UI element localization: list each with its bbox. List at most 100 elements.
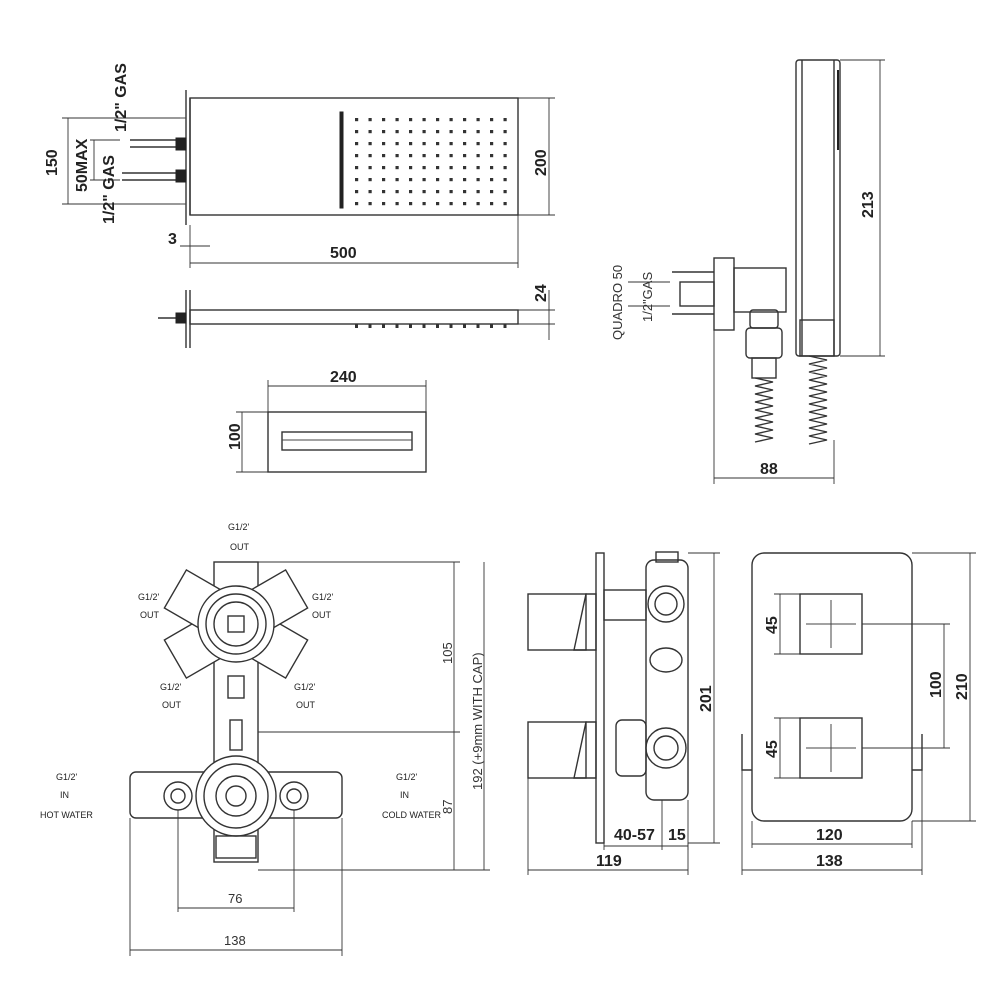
nozzle-dot (355, 166, 359, 170)
nozzle-dot (490, 190, 494, 194)
nozzle-dot (422, 202, 426, 206)
dim-87: 87 (440, 800, 455, 814)
nozzle-dot (355, 202, 359, 206)
nozzle-dot (463, 154, 467, 158)
nozzle-dot (503, 142, 507, 146)
dim-40-57: 40-57 (614, 827, 655, 844)
dim-240: 240 (330, 369, 357, 386)
dim-45-top: 45 (764, 616, 781, 634)
nozzle-dot (395, 154, 399, 158)
dim-76: 76 (228, 891, 242, 906)
out-top-label: G1/2' (228, 522, 250, 532)
nozzle-dot (382, 142, 386, 146)
nozzle-dot (476, 190, 480, 194)
nozzle-dot (503, 166, 507, 170)
in-hot-sub: IN (60, 790, 69, 800)
nozzle-dot (395, 166, 399, 170)
nozzle-dot (476, 118, 480, 122)
nozzle-dot (422, 118, 426, 122)
dim-3: 3 (168, 231, 177, 248)
hose-braid-line (754, 377, 774, 443)
nozzle-dot (436, 154, 440, 158)
nozzle-dot (395, 202, 399, 206)
nozzle-dot (368, 166, 372, 170)
dim-138-plate: 138 (816, 853, 843, 870)
nozzle-dot (490, 130, 494, 134)
quadro-label: QUADRO 50 (610, 265, 625, 340)
nozzle-dot (503, 154, 507, 158)
nozzle-dot (449, 142, 453, 146)
nozzle-dot (476, 142, 480, 146)
out-top-sub: OUT (230, 542, 250, 552)
out-left-top-label: G1/2' (138, 592, 160, 602)
nozzle-dot (422, 142, 426, 146)
nozzle-dot (449, 118, 453, 122)
dim-120: 120 (816, 827, 843, 844)
nozzle-dot (476, 154, 480, 158)
side-nozzle (355, 324, 358, 328)
nozzle-dot (436, 118, 440, 122)
nozzle-dot (490, 202, 494, 206)
nozzle-dot (436, 142, 440, 146)
nozzle-dot (355, 190, 359, 194)
nozzle-dot (490, 154, 494, 158)
nozzle-dot (436, 190, 440, 194)
dim-213: 213 (860, 191, 877, 218)
nozzle-dot-grid (355, 118, 507, 206)
side-nozzle (503, 324, 507, 328)
nozzle-dot (355, 130, 359, 134)
nozzle-dot (436, 130, 440, 134)
nozzle-dot (422, 154, 426, 158)
nozzle-dot (382, 190, 386, 194)
side-nozzle (422, 324, 426, 328)
valve-side-view (527, 551, 720, 875)
nozzle-dot (368, 178, 372, 182)
nozzle-dot (463, 202, 467, 206)
nozzle-dot (395, 130, 399, 134)
nozzle-dot (409, 178, 413, 182)
nozzle-dot (503, 178, 507, 182)
nozzle-dot (382, 166, 386, 170)
nozzle-dot (422, 178, 426, 182)
nozzle-dot (503, 190, 507, 194)
nozzle-dot (368, 130, 372, 134)
side-nozzle (395, 324, 399, 328)
in-hot-label: G1/2' (56, 772, 78, 782)
nozzle-dot (463, 190, 467, 194)
valve-body-drawing (129, 561, 490, 956)
hand-shower-drawing (628, 59, 885, 484)
dim-45-bottom: 45 (764, 740, 781, 758)
side-nozzle (409, 324, 412, 328)
nozzle-dot (409, 154, 413, 158)
cold-water-label: COLD WATER (382, 810, 442, 820)
nozzle-dot (449, 166, 453, 170)
gas-label-top: 1/2" GAS (113, 63, 130, 132)
in-cold-label: G1/2' (396, 772, 418, 782)
in-cold-sub: IN (400, 790, 409, 800)
hose-braid (754, 355, 828, 445)
dim-50max: 50MAX (74, 138, 91, 192)
nozzle-dot (422, 190, 426, 194)
nozzle-dot (409, 202, 413, 206)
dim-24: 24 (533, 284, 550, 302)
nozzle-dot (409, 118, 413, 122)
hot-water-label: HOT WATER (40, 810, 93, 820)
side-nozzle (382, 324, 385, 328)
nozzle-dot (463, 178, 467, 182)
side-nozzle (436, 324, 439, 328)
nozzle-dot (503, 202, 507, 206)
nozzle-dot (449, 190, 453, 194)
side-nozzle (490, 324, 493, 328)
nozzle-dot (382, 178, 386, 182)
side-nozzle (449, 324, 453, 328)
dim-105: 105 (440, 642, 455, 664)
out-left-top-sub: OUT (140, 610, 160, 620)
dim-100-plate: 100 (928, 671, 945, 698)
side-nozzle-row (355, 324, 507, 328)
dim-138-valve: 138 (224, 933, 246, 948)
dim-200: 200 (533, 149, 550, 176)
nozzle-dot (368, 142, 372, 146)
nozzle-dot (409, 142, 413, 146)
nozzle-dot (463, 166, 467, 170)
